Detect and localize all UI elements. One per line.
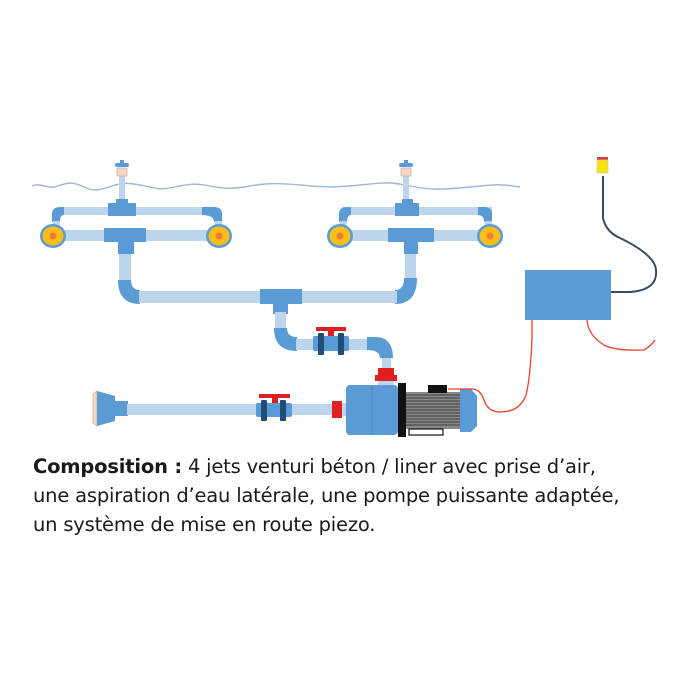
elbow-left	[118, 280, 140, 304]
venturi-jet-icon	[327, 224, 353, 248]
caption-line-2: une aspiration d’eau latérale, une pompe…	[33, 484, 620, 507]
venturi-jet-icon	[40, 224, 66, 248]
composition-caption: Composition : 4 jets venturi béton / lin…	[33, 452, 693, 539]
cable-piezo	[602, 176, 658, 293]
air-stem	[119, 175, 125, 203]
piezo-button-icon	[596, 157, 609, 174]
elbow-right	[395, 278, 417, 304]
elbow-to-pump	[367, 337, 393, 358]
ball-valve-icon	[256, 394, 292, 421]
caption-lead: Composition :	[33, 455, 182, 478]
water-surface-line	[31, 182, 521, 191]
suction-inlet-icon	[92, 390, 128, 427]
caption-line-3: un système de mise en route piezo.	[33, 513, 376, 536]
venturi-jet-icon	[206, 224, 232, 248]
jet-assembly-right	[327, 160, 503, 254]
venturi-jet-icon	[477, 224, 503, 248]
caption-line-1: Composition : 4 jets venturi béton / lin…	[33, 452, 693, 481]
jet-assembly-left	[40, 160, 232, 254]
ball-valve-icon	[313, 327, 349, 355]
caption-line-1-text: 4 jets venturi béton / liner avec prise …	[181, 455, 596, 478]
air-intake-icon	[115, 160, 129, 177]
collector-piping	[118, 254, 417, 385]
elbow-descent	[274, 328, 297, 351]
pump-icon	[346, 383, 477, 437]
cable-mains	[586, 319, 656, 351]
air-intake-icon	[399, 160, 413, 177]
motor-fins	[406, 394, 460, 426]
cable-pump-power	[448, 320, 533, 413]
control-box-icon	[525, 270, 611, 320]
suction-line	[92, 390, 347, 427]
